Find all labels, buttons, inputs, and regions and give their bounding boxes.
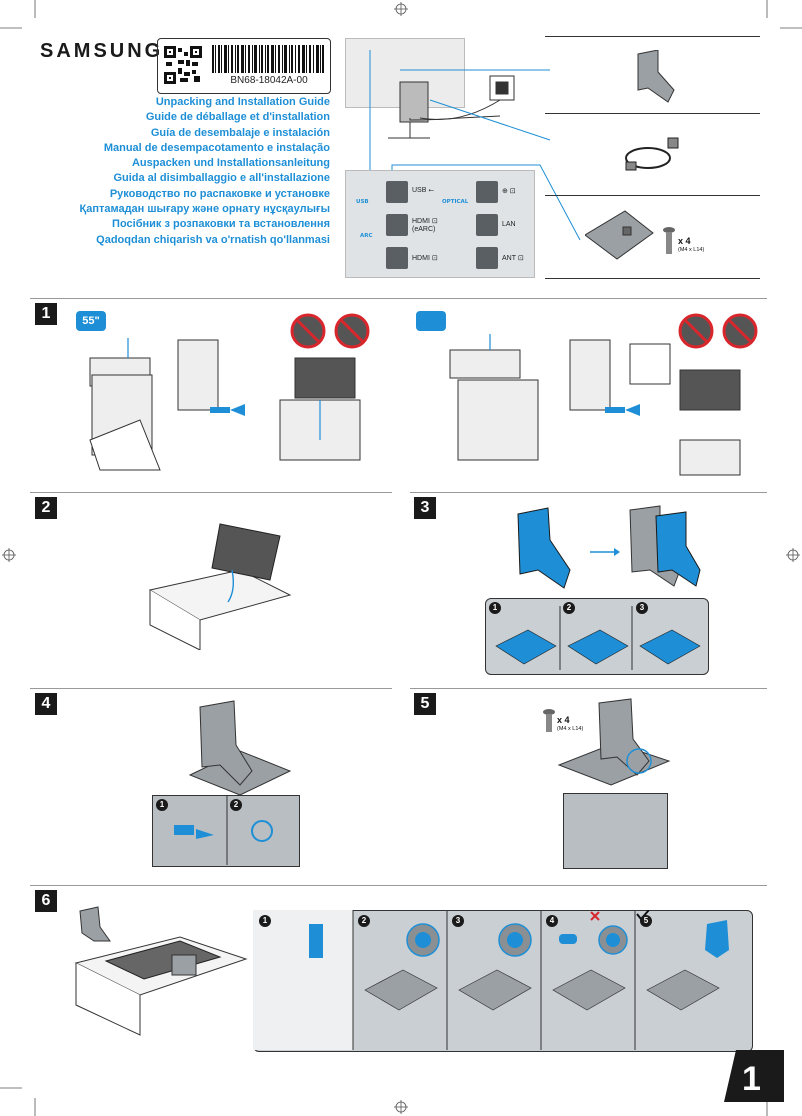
section-divider	[30, 688, 392, 689]
section-divider	[30, 298, 767, 299]
substep-6-1: 1	[259, 915, 271, 927]
port-optical-label: ⊕ ⊡	[502, 188, 516, 195]
connection-lines	[369, 50, 581, 241]
substep-6-3: 3	[452, 915, 464, 927]
step-3-detail-art	[495, 606, 701, 670]
page-corner	[724, 1050, 784, 1102]
substep-3-2: 2	[563, 602, 575, 614]
stand-icon	[637, 50, 675, 103]
screw-qty-text: x 4	[678, 236, 691, 246]
substep-4-1: 1	[156, 799, 168, 811]
prohibition-icon	[334, 313, 370, 349]
screw-icon	[543, 709, 555, 732]
divider	[545, 195, 760, 196]
step-5-badge: 5	[414, 693, 436, 715]
title-ru: Руководство по распаковке и установке	[109, 187, 330, 200]
step-4-badge: 4	[35, 693, 57, 715]
step-5-illustration	[557, 698, 671, 786]
port-hdmi-arc-label: HDMI ⊡ (eARC)	[412, 218, 438, 233]
port-lan-label: LAN	[502, 221, 516, 228]
step-5-screw-qty: x 4	[557, 715, 570, 725]
substep-6-5: 5	[640, 915, 652, 927]
substep-6-2: 2	[358, 915, 370, 927]
section-divider	[30, 492, 392, 493]
section-divider	[410, 492, 767, 493]
stand-base-icon	[585, 210, 654, 260]
step-2-badge: 2	[35, 497, 57, 519]
screw-spec-text: (M4 x L14)	[678, 247, 705, 253]
title-uz: Qadoqdan chiqarish va o'rnatish qo'llanm…	[96, 233, 330, 246]
usb-port-icon	[386, 181, 408, 203]
step-5-screw-spec: (M4 x L14)	[557, 726, 584, 732]
prohibition-icon	[722, 313, 758, 349]
step-5-detail	[563, 793, 668, 869]
size-badge-other	[416, 311, 446, 331]
title-it: Guida al disimballaggio e all'installazi…	[113, 172, 330, 185]
qr-code-icon	[164, 46, 202, 84]
power-cable-icon	[625, 137, 679, 171]
title-de: Auspacken und Installationsanleitung	[131, 157, 330, 170]
section-divider	[30, 885, 767, 886]
title-kk: Қаптамадан шығару және орнату нұсқаулығы	[79, 203, 330, 216]
hdmi-port-icon	[386, 247, 408, 269]
step-6-detail-art	[253, 910, 729, 1050]
barcode-icon	[212, 45, 324, 73]
port-panel: USB ⭠ USB ⊕ ⊡ OPTICAL HDMI ⊡ (eARC) ARC …	[345, 170, 535, 278]
ant-port-icon	[476, 247, 498, 269]
samsung-logo: SAMSUNG	[40, 40, 164, 62]
port-usb-label: USB ⭠	[412, 187, 434, 194]
step-4-detail-art	[174, 795, 273, 865]
lan-port-icon	[476, 214, 498, 236]
substep-3-1: 1	[489, 602, 501, 614]
screw-icon	[663, 227, 675, 254]
step-3-badge: 3	[414, 497, 436, 519]
product-label	[157, 38, 331, 94]
substep-4-2: 2	[230, 799, 242, 811]
substep-6-4: 4	[546, 915, 558, 927]
step-1-badge: 1	[35, 303, 57, 325]
screw-quantity: x 4(M4 x L14)	[678, 237, 704, 254]
step-6-illustration	[74, 906, 248, 1036]
section-divider	[410, 688, 767, 689]
model-code: BN68-18042A-00	[230, 75, 308, 86]
title-uk: Посібник з розпаковки та встановлення	[112, 218, 330, 231]
substep-3-3: 3	[636, 602, 648, 614]
guide-titles: Unpacking and Installation Guide Guide d…	[30, 95, 330, 248]
port-hdmi-label: HDMI ⊡	[412, 255, 438, 262]
step-2-illustration	[148, 523, 292, 650]
step-4-illustration	[188, 700, 292, 795]
size-badge-55: 55"	[76, 311, 106, 331]
step-5-screw-quantity: x 4(M4 x L14)	[557, 716, 583, 733]
step-1-illustration	[89, 334, 741, 476]
title-fr: Guide de déballage et d'installation	[145, 111, 330, 124]
optical-port-icon	[476, 181, 498, 203]
divider	[545, 36, 760, 37]
divider	[545, 278, 760, 279]
port-optical-tag: OPTICAL	[442, 199, 469, 205]
prohibition-icon	[678, 313, 714, 349]
prohibition-icon	[290, 313, 326, 349]
divider	[545, 113, 760, 114]
step-6-badge: 6	[35, 890, 57, 912]
port-hdmi-arc-tag: ARC	[360, 233, 373, 239]
port-usb-tag: USB	[356, 199, 369, 205]
hdmi-arc-port-icon	[386, 214, 408, 236]
page-number: 1	[742, 1060, 761, 1098]
port-ant-label: ANT ⊡	[502, 255, 524, 262]
title-pt: Manual de desempacotamento e instalação	[103, 141, 330, 154]
title-en: Unpacking and Installation Guide	[155, 96, 330, 108]
step-3-illustration	[517, 505, 701, 589]
title-es: Guía de desembalaje e instalación	[150, 126, 330, 139]
